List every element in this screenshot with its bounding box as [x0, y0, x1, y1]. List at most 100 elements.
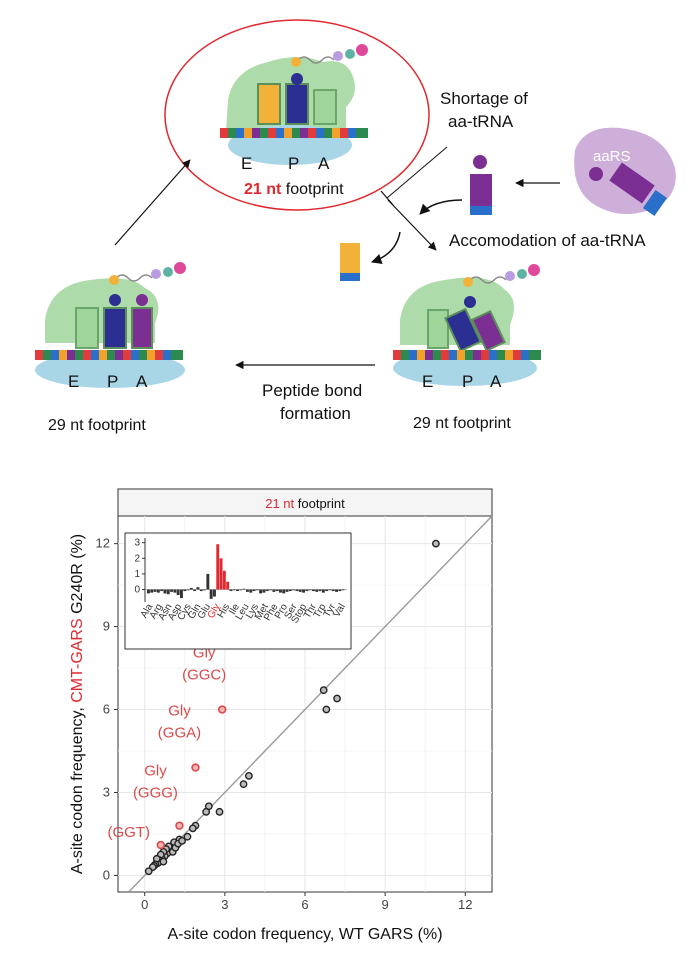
inset-bar	[338, 589, 342, 592]
inset-bar	[153, 589, 157, 592]
arrow-trna-release	[371, 231, 401, 264]
site-e-top: E	[241, 154, 252, 173]
inset-bar	[321, 589, 325, 593]
accommodation-label: Accomodation of aa-tRNA	[449, 231, 646, 250]
shortage-label-line2: aa-tRNA	[448, 112, 514, 131]
inset-bar	[331, 589, 335, 592]
inset-bar	[147, 589, 150, 594]
scatter-chart: 21 nt footprint Gly(GGC)Gly(GGA)Gly(GGG)…	[69, 488, 493, 943]
inset-bar	[226, 581, 230, 590]
gly-label-codon: (GGC)	[182, 667, 226, 684]
y-axis-title-left: A-site codon frequency,	[69, 703, 86, 874]
inset-bar	[160, 589, 164, 592]
data-point	[202, 807, 211, 816]
inset-bar	[166, 589, 170, 595]
inset-bar	[186, 589, 190, 591]
inset-bar	[315, 589, 319, 592]
data-point	[144, 867, 153, 876]
data-point	[244, 771, 253, 780]
inset-bar	[295, 589, 299, 592]
data-point	[431, 539, 440, 548]
left-footprint-label: 29 nt footprint	[48, 417, 146, 434]
inset-bar	[193, 589, 197, 592]
inset-bar	[203, 589, 206, 591]
peptide-label-line2: formation	[280, 404, 351, 423]
data-point	[322, 705, 331, 714]
inset-bar	[239, 589, 243, 591]
inset-y-tick-label: 2	[134, 553, 140, 564]
inset-bar	[275, 589, 279, 592]
inset-bar	[236, 589, 239, 592]
right-footprint-label: 29 nt footprint	[413, 415, 511, 432]
data-point	[333, 694, 341, 703]
highlight-layer: Gly(GGC)Gly(GGA)Gly(GGG)(GGT)	[107, 645, 227, 850]
top-footprint-number: 21 nt	[244, 181, 282, 198]
site-p-right: P	[462, 372, 473, 391]
inset-bar	[341, 589, 345, 591]
inset-bar	[285, 589, 289, 592]
inset-bar	[196, 587, 200, 590]
inset-bar	[249, 589, 253, 593]
gly-point	[156, 840, 165, 850]
y-tick-label: 9	[103, 619, 110, 634]
gly-label-codon: (GGG)	[133, 785, 178, 802]
inset-bar	[229, 589, 233, 592]
peptide-label-line1: Peptide bond	[262, 381, 362, 400]
inset-bar	[269, 589, 272, 591]
inset-layer: 0123AlaArgAsnAspCysGlnGluGlyHisIleLeuLys…	[134, 538, 347, 626]
site-e-left: E	[68, 372, 79, 391]
inset-bar	[213, 589, 216, 597]
x-tick-label: 3	[221, 897, 228, 912]
data-point	[159, 857, 168, 866]
gly-label-aa: Gly	[144, 763, 167, 780]
inset-bar	[206, 573, 210, 590]
inset-bar	[246, 589, 249, 592]
inset-bar	[282, 589, 286, 594]
y-tick-label: 6	[103, 702, 110, 717]
inset-bar	[288, 589, 292, 592]
inset-y-tick-label: 1	[134, 569, 140, 580]
inset-bar	[183, 589, 187, 592]
x-tick-label: 0	[141, 897, 148, 912]
y-tick-label: 3	[103, 784, 110, 799]
inset-bar	[216, 544, 220, 590]
inset-bar	[302, 589, 305, 593]
strip-title-rest: footprint	[294, 496, 345, 511]
top-footprint-label: 21 nt footprint	[244, 181, 344, 198]
arrow-left-to-top	[114, 159, 191, 246]
y-axis-title-right: G240R (%)	[69, 534, 86, 618]
y-axis-title: A-site codon frequency, CMT-GARS G240R (…	[69, 534, 86, 874]
y-axis-title-red: CMT-GARS	[69, 618, 86, 702]
site-a-top: A	[318, 154, 330, 173]
data-point	[178, 836, 187, 845]
ribosome-cycle-diagram: E P A 21 nt footprint E P A 29 nt footpr…	[35, 19, 676, 434]
points-layer	[144, 539, 440, 876]
inset-bar	[242, 588, 246, 590]
inhibition-bar	[380, 190, 394, 206]
gly-point	[217, 705, 227, 714]
site-p-top: P	[288, 154, 299, 173]
released-trna	[340, 243, 360, 281]
inset-bar	[232, 589, 236, 591]
inset-bar	[156, 589, 160, 593]
y-tick-label: 0	[103, 867, 110, 882]
highlight-ellipse	[164, 19, 430, 211]
inset-bar	[312, 589, 315, 592]
inset-bar	[170, 589, 173, 592]
strip-title-red: 21 nt	[265, 496, 294, 511]
inset-y-tick-label: 0	[134, 585, 140, 596]
data-point	[188, 824, 197, 833]
site-p-left: P	[107, 372, 118, 391]
x-tick-label: 9	[382, 897, 389, 912]
inset-bar	[150, 589, 154, 593]
inset-bar	[259, 589, 263, 594]
inset-bar	[292, 589, 296, 591]
gly-label-aa: Gly	[168, 703, 191, 720]
inset-bar	[318, 589, 322, 592]
free-aa-trna	[470, 155, 492, 215]
inset-y-tick-label: 3	[134, 538, 140, 549]
inset-bar	[173, 589, 177, 593]
inset-bar	[189, 587, 193, 590]
x-tick-label: 6	[301, 897, 308, 912]
